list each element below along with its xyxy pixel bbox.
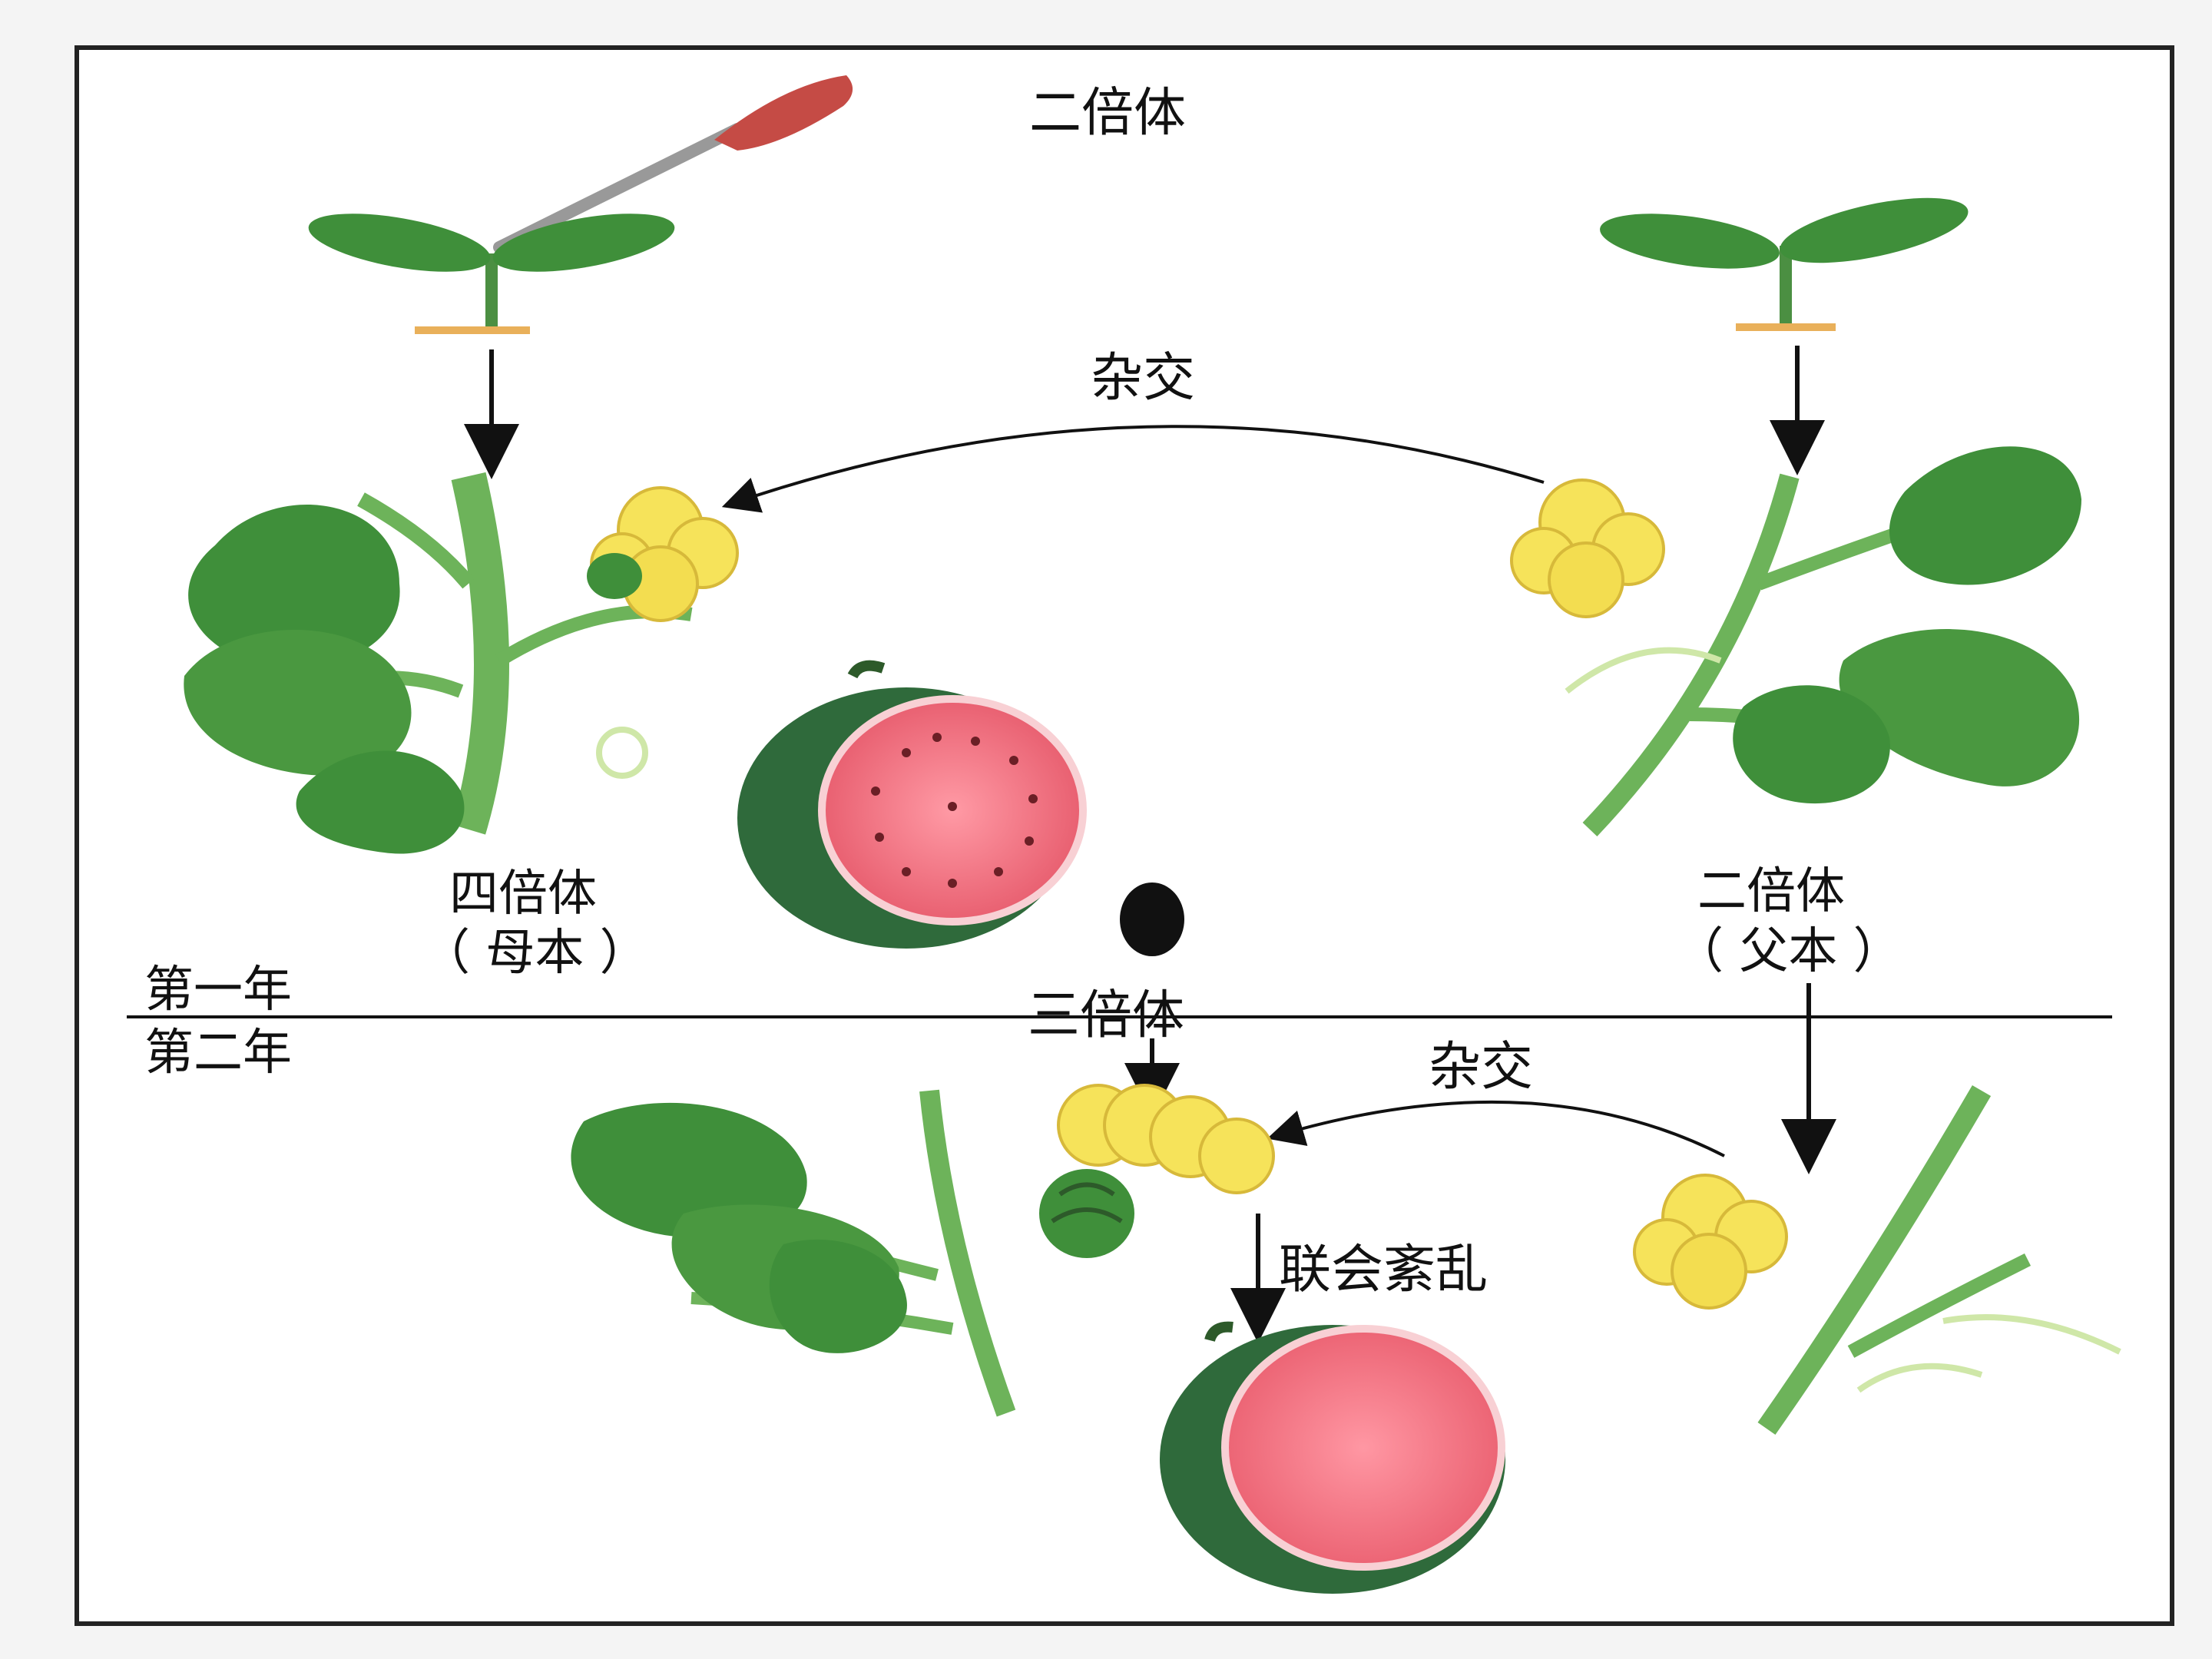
father-label: （ 父本 ） xyxy=(1674,923,1902,980)
top-diploid-label: 二倍体 xyxy=(1029,83,1186,144)
right-diploid-label: 二倍体 xyxy=(1697,863,1845,920)
bottom-watermelon-icon xyxy=(1160,1325,1505,1594)
synapsis-disorder-label: 联会紊乱 xyxy=(1279,1240,1488,1300)
top-cross-label: 杂交 xyxy=(1091,348,1195,409)
mother-label: （ 母本 ） xyxy=(421,925,649,982)
tetraploid-label: 四倍体 xyxy=(449,866,597,922)
year-one-label: 第一年 xyxy=(144,962,292,1018)
triploid-label: 三倍体 xyxy=(1028,985,1184,1046)
bottom-cross-label: 杂交 xyxy=(1429,1037,1533,1098)
seed-icon xyxy=(1120,882,1184,956)
year-two-label: 第二年 xyxy=(144,1025,292,1081)
